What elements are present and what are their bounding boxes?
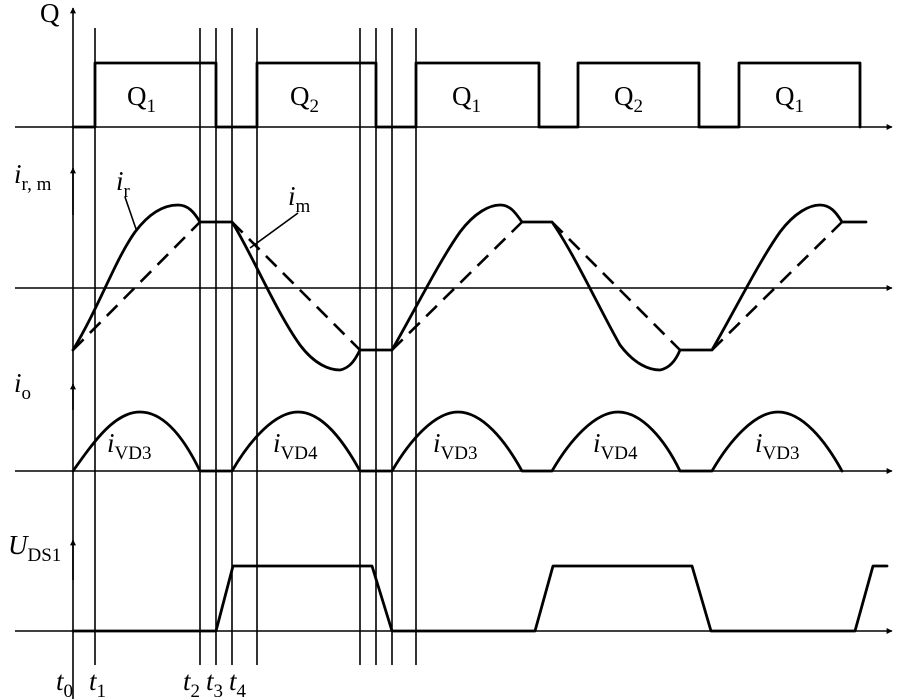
q-pulse-label-5: Q1 (775, 81, 804, 117)
io-label-2: iVD4 (273, 428, 318, 464)
time-labels: t0 t1 t2 t3 t4 (56, 666, 247, 699)
io-label-5: iVD3 (755, 428, 799, 464)
io-pulse-labels: iVD3 iVD4 iVD3 iVD4 iVD3 (107, 428, 799, 464)
uds1-waveform (71, 564, 889, 633)
ir-axis-label: ir, m (14, 159, 52, 195)
uds-axis-label: UDS1 (8, 530, 61, 566)
io-waveform (71, 410, 844, 473)
t4-label: t4 (229, 666, 247, 699)
q-gate-waveform (71, 61, 862, 129)
axis-labels: Q ir, m io UDS1 (8, 0, 61, 566)
im-leader-line (249, 212, 299, 249)
t3-label: t3 (206, 666, 223, 699)
io-label-4: iVD4 (593, 428, 638, 464)
io-label-3: iVD3 (433, 428, 477, 464)
io-axis-label: io (14, 368, 31, 404)
q-pulse-label-1: Q1 (127, 81, 156, 117)
im-curve-label: im (288, 181, 311, 217)
time-marker-lines (94, 28, 417, 665)
t2-label: t2 (183, 666, 200, 699)
q-pulse-labels: Q1 Q2 Q1 Q2 Q1 (127, 81, 804, 117)
q-pulse-label-4: Q2 (614, 81, 643, 117)
ir-leader-line (124, 196, 137, 230)
t0-label: t0 (56, 666, 73, 699)
ir-curve-label: ir (116, 166, 131, 202)
q-pulse-label-2: Q2 (290, 81, 319, 117)
ir-waveform (71, 203, 868, 372)
io-label-1: iVD3 (107, 428, 151, 464)
q-pulse-label-3: Q1 (452, 81, 481, 117)
im-waveform (72, 221, 843, 351)
t1-label: t1 (89, 666, 106, 699)
q-axis-label: Q (40, 0, 60, 28)
